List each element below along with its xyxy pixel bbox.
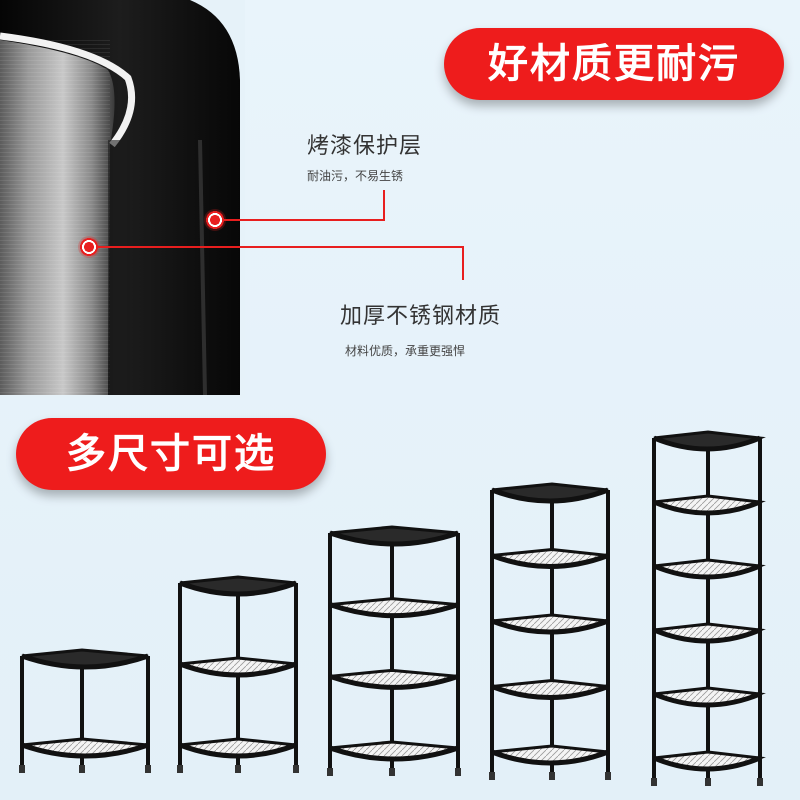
shelf-tier-rim <box>21 653 149 670</box>
shelf-tier-rim <box>653 755 761 772</box>
shelf-unit-3 <box>327 525 461 776</box>
shelf-foot <box>651 778 657 786</box>
coating-leader-h <box>222 219 384 221</box>
shelf-foot <box>605 772 611 780</box>
coating-title: 烤漆保护层 <box>307 134 423 159</box>
shelf-tier-rim <box>179 742 297 759</box>
coating-desc: 耐油污，不易生锈 <box>307 169 404 183</box>
steel-marker <box>78 236 100 258</box>
sizes-banner: 多尺寸可选 <box>16 418 326 490</box>
shelf-tier-rim <box>329 745 459 762</box>
shelf-tier <box>491 678 609 699</box>
shelf-tier <box>329 668 459 689</box>
shelf-tier <box>21 737 149 758</box>
shelf-tier-rim <box>491 553 609 569</box>
shelf-tier <box>329 597 459 618</box>
shelf-tier <box>653 558 766 579</box>
shelf-unit-4 <box>489 482 611 780</box>
shelf-tier <box>179 737 297 758</box>
material-banner: 好材质更耐污 <box>444 28 784 100</box>
shelf-tier <box>491 482 609 503</box>
shelf-tier-rim <box>653 499 761 516</box>
shelf-foot <box>293 765 299 773</box>
shelf-foot <box>389 768 395 776</box>
coating-leader-v <box>383 190 385 221</box>
shelf-foot <box>757 778 763 786</box>
shelf-tier-rim <box>179 661 297 678</box>
shelf-tier <box>653 494 766 515</box>
steel-desc: 材料优质，承重更强悍 <box>345 344 466 358</box>
shelf-tier-rim <box>329 673 459 690</box>
shelf-tier-rim <box>653 563 761 580</box>
shelf-unit-5 <box>651 430 766 786</box>
shelf-tier-rim <box>491 618 609 635</box>
shelf-tier <box>329 740 459 761</box>
shelf-tier-rim <box>21 742 149 759</box>
shelf-foot <box>455 768 461 776</box>
shelf-unit-1 <box>19 648 151 773</box>
shelf-tier <box>653 430 766 451</box>
shelf-foot <box>145 765 151 773</box>
coating-marker <box>204 209 226 231</box>
shelf-foot <box>327 768 333 776</box>
shelf-tier <box>21 648 149 669</box>
shelf-tier <box>653 622 766 643</box>
shelf-foot <box>19 765 25 773</box>
shelf-tier-rim <box>653 435 761 452</box>
shelf-tier-rim <box>491 749 609 766</box>
shelf-tier <box>491 547 609 568</box>
shelf-tier <box>179 575 297 596</box>
shelf-foot <box>235 765 241 773</box>
shelf-foot <box>549 772 555 780</box>
shelf-tier <box>653 686 766 707</box>
shelf-tier <box>653 750 766 771</box>
shelf-tier-rim <box>329 530 459 547</box>
shelf-lineup <box>19 430 766 786</box>
shelf-unit-2 <box>177 575 299 773</box>
steel-leader-v <box>462 246 464 280</box>
shelf-tier <box>491 613 609 634</box>
shelf-foot <box>79 765 85 773</box>
shelf-tier-rim <box>491 684 609 700</box>
shelf-tier <box>179 656 297 677</box>
shelf-tier-rim <box>491 487 609 504</box>
shelf-tier <box>491 744 609 765</box>
shelf-tier-rim <box>179 580 297 597</box>
shelf-tier-rim <box>653 627 761 644</box>
shelf-tier-rim <box>329 602 459 619</box>
shelf-foot <box>489 772 495 780</box>
shelf-foot <box>705 778 711 786</box>
shelf-tier-rim <box>653 691 761 708</box>
shelf-tier <box>329 525 459 546</box>
steel-leader-h <box>96 246 463 248</box>
tube-closeup <box>0 0 245 398</box>
shelf-foot <box>177 765 183 773</box>
steel-title: 加厚不锈钢材质 <box>340 304 502 329</box>
